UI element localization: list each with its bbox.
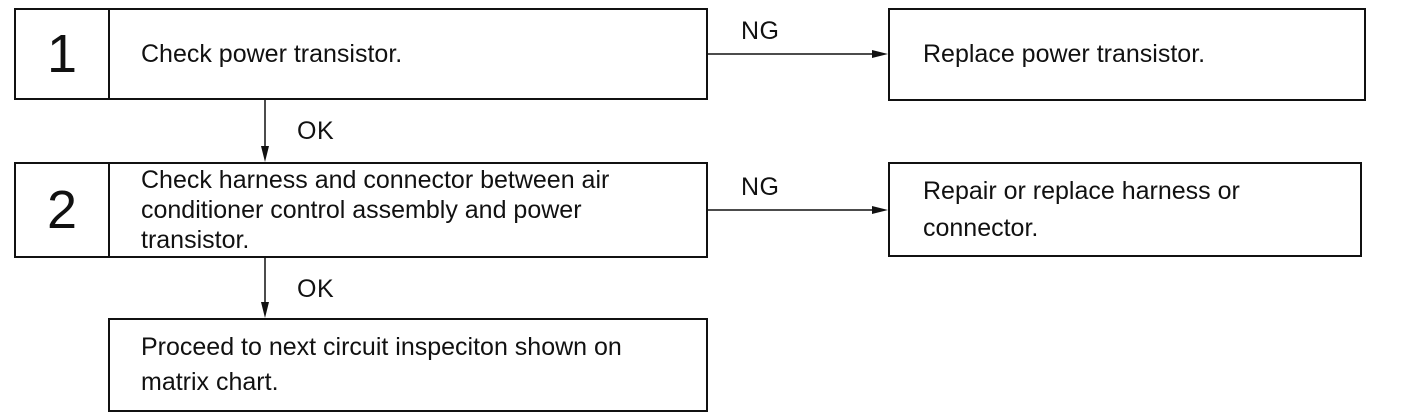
step-2-box: 2 Check harness and connector between ai…	[14, 162, 708, 258]
ng-arrowhead-1	[872, 50, 888, 58]
step-2-ok-label: OK	[297, 275, 335, 303]
final-proceed-text: Proceed to next circuit inspeciton shown…	[141, 333, 622, 396]
step-2-text: Check harness and connector between air …	[141, 166, 610, 254]
ng-arrowhead-2	[872, 206, 888, 214]
final-proceed-box: Proceed to next circuit inspeciton shown…	[108, 318, 708, 412]
step-1-box: 1 Check power transistor.	[14, 8, 708, 100]
step-1-text: Check power transistor.	[141, 40, 403, 68]
step-1-ok-label: OK	[297, 117, 335, 145]
step-1-ng-action-text: Replace power transistor.	[923, 40, 1206, 68]
ok-arrowhead-2	[261, 302, 269, 318]
step-2-ng-action-box: Repair or replace harness or connector.	[888, 162, 1362, 257]
step-1-number: 1	[16, 10, 110, 98]
ok-arrowhead-1	[261, 146, 269, 162]
step-2-ng-action-text: Repair or replace harness or connector.	[923, 176, 1240, 242]
step-1-ng-action-box: Replace power transistor.	[888, 8, 1366, 101]
step-1-ng-label: NG	[741, 17, 780, 45]
step-2-number: 2	[16, 164, 110, 256]
step-2-ng-label: NG	[741, 173, 780, 201]
